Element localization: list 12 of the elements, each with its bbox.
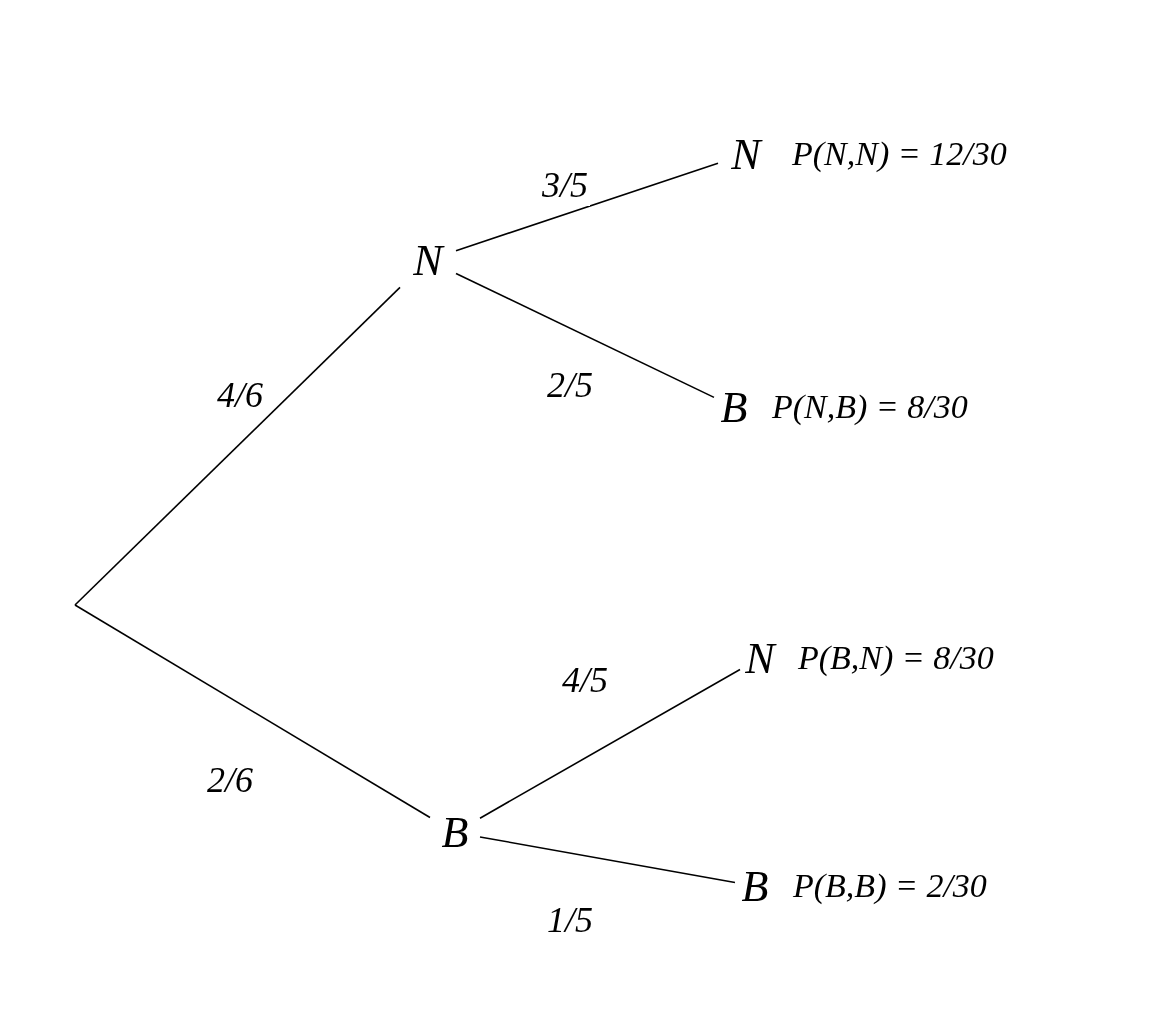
probability-formula: P(N,B) = 8/30 [772, 388, 968, 426]
outcome-letter: B [430, 805, 480, 860]
tree-branch [74, 286, 401, 606]
outcome-letter: N [400, 232, 456, 288]
tree-branch [455, 272, 715, 399]
tree-branch [479, 668, 741, 819]
probability-formula: P(N,N) = 12/30 [792, 135, 1007, 173]
probability-formula: P(B,B) = 2/30 [793, 867, 987, 905]
tree-branch [479, 836, 736, 884]
tree-branch [455, 162, 719, 252]
probability-formula: P(B,N) = 8/30 [798, 639, 994, 677]
tree-branch [74, 604, 431, 819]
